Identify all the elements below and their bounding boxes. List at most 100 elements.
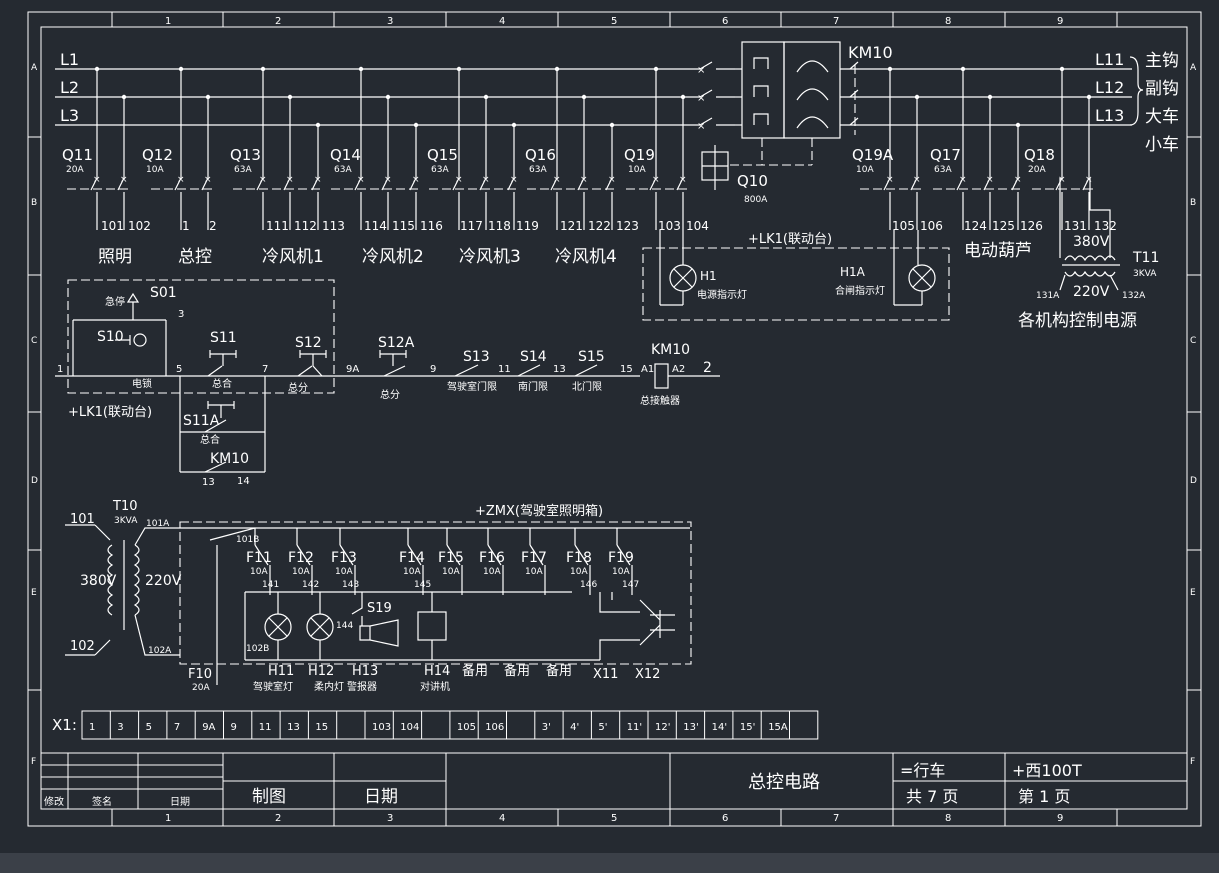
breaker-label: Q13	[230, 146, 261, 164]
f10-rating: 20A	[192, 683, 210, 693]
wire-number: 116	[420, 219, 443, 233]
fuse-rating: 10A	[292, 567, 310, 577]
fuse-rating: 10A	[403, 567, 421, 577]
svg-text:×: ×	[1014, 175, 1022, 185]
lighting-node-number: 146	[580, 580, 597, 590]
terminal-cell: 13	[287, 722, 300, 733]
control-device-label: S12	[295, 335, 322, 351]
row-marker-left: E	[31, 588, 37, 598]
date-label: 日期	[364, 787, 398, 807]
column-marker-top: 7	[833, 16, 839, 27]
fuse-rating: 10A	[570, 567, 588, 577]
row-marker-right: E	[1190, 588, 1196, 598]
lighting-node-number: 147	[622, 580, 639, 590]
f10-label: F10	[188, 667, 212, 682]
breaker-label: Q19	[624, 146, 655, 164]
breaker-label: Q16	[525, 146, 556, 164]
fuse-label: F18	[566, 550, 592, 566]
bus-label-l1: L1	[60, 50, 79, 69]
terminal-cell: 1	[89, 722, 95, 733]
terminal-cell: 104	[400, 722, 419, 733]
t10-wire-out-1: 101A	[146, 519, 170, 529]
control-device-label: KM10	[210, 451, 249, 467]
lighting-node-number: 145	[414, 580, 431, 590]
terminal-cell: 9	[231, 722, 237, 733]
wire-number: 113	[322, 219, 345, 233]
total-pages: 共 7 页	[906, 787, 958, 806]
control-device-label: 南门限	[518, 380, 548, 393]
lighting-node-number: 144	[336, 621, 353, 631]
wire-number: 2	[209, 219, 217, 233]
title-block: 修改 签名 日期 制图 日期 总控电路 =行车 +西100T 共 7 页 第 1…	[41, 752, 1187, 809]
control-node-number: 13	[553, 364, 566, 375]
drawing-title: 总控电路	[748, 772, 820, 793]
svg-text:×: ×	[679, 175, 687, 185]
location-label: +西100T	[1012, 761, 1082, 780]
load-desc: 对讲机	[420, 680, 450, 693]
control-device-label: S14	[520, 349, 547, 365]
breaker-label: Q19A	[852, 146, 894, 164]
fuse-label: F12	[288, 550, 314, 566]
breaker-rating: 63A	[431, 165, 449, 175]
column-marker-bottom: 8	[945, 813, 951, 824]
control-node-number: 3	[178, 309, 184, 320]
row-marker-right: F	[1190, 757, 1195, 767]
lighting-node-number: 102B	[246, 644, 269, 654]
control-node-number: 13	[202, 477, 215, 488]
load-label: 冷风机3	[459, 247, 521, 267]
column-marker-bottom: 4	[499, 813, 505, 824]
control-node-number: 1	[57, 364, 63, 375]
control-device-label: S11A	[183, 413, 220, 429]
t10-label: T10	[112, 499, 137, 514]
wire-number: 122	[588, 219, 611, 233]
wire-number: 102	[128, 219, 151, 233]
t10-secondary: 220V	[145, 573, 182, 589]
control-device-label: S12A	[378, 335, 415, 351]
page-number: 第 1 页	[1018, 787, 1070, 806]
breaker-label: Q14	[330, 146, 361, 164]
lighting-node-number: 142	[302, 580, 319, 590]
control-device-label: S11	[210, 330, 237, 346]
column-marker-top: 2	[275, 16, 281, 27]
row-marker-right: D	[1190, 476, 1197, 486]
intercom-icon	[417, 611, 447, 641]
control-node-number: 7	[262, 364, 268, 375]
svg-text:×: ×	[886, 175, 894, 185]
breaker-rating: 63A	[234, 165, 252, 175]
svg-text:×: ×	[697, 65, 705, 76]
socket-icon	[639, 599, 675, 646]
svg-text:×: ×	[553, 175, 561, 185]
svg-text:×: ×	[120, 175, 128, 185]
wire-number: 119	[516, 219, 539, 233]
t11-primary: 380V	[1073, 234, 1110, 250]
wire-number: 118	[488, 219, 511, 233]
svg-text:×: ×	[697, 93, 705, 104]
t11-wire-132a: 132A	[1122, 291, 1146, 301]
control-node-number: 11	[498, 364, 511, 375]
output-label-trolley: 小车	[1145, 135, 1179, 155]
svg-text:×: ×	[286, 175, 294, 185]
h1a-label: H1A	[840, 265, 866, 279]
wire-number: 104	[686, 219, 709, 233]
load-name: 备用	[546, 663, 572, 679]
wire-number: 123	[616, 219, 639, 233]
breaker-rating: 20A	[1028, 165, 1046, 175]
svg-text:×: ×	[608, 175, 616, 185]
column-marker-top: 1	[165, 16, 171, 27]
fuse-label: F13	[331, 550, 357, 566]
fuse-label: F11	[246, 550, 272, 566]
bus-label-l3: L3	[60, 106, 79, 125]
svg-text:×: ×	[177, 175, 185, 185]
t11-secondary: 220V	[1073, 284, 1110, 300]
fuse-rating: 10A	[525, 567, 543, 577]
control-device-label: S10	[97, 329, 124, 345]
column-marker-bottom: 6	[722, 813, 728, 824]
svg-text:×: ×	[1058, 175, 1066, 185]
wire-number: 112	[294, 219, 317, 233]
svg-text:×: ×	[455, 175, 463, 185]
svg-text:×: ×	[482, 175, 490, 185]
column-marker-bottom: 3	[387, 813, 393, 824]
control-node-number: A1	[641, 364, 654, 375]
